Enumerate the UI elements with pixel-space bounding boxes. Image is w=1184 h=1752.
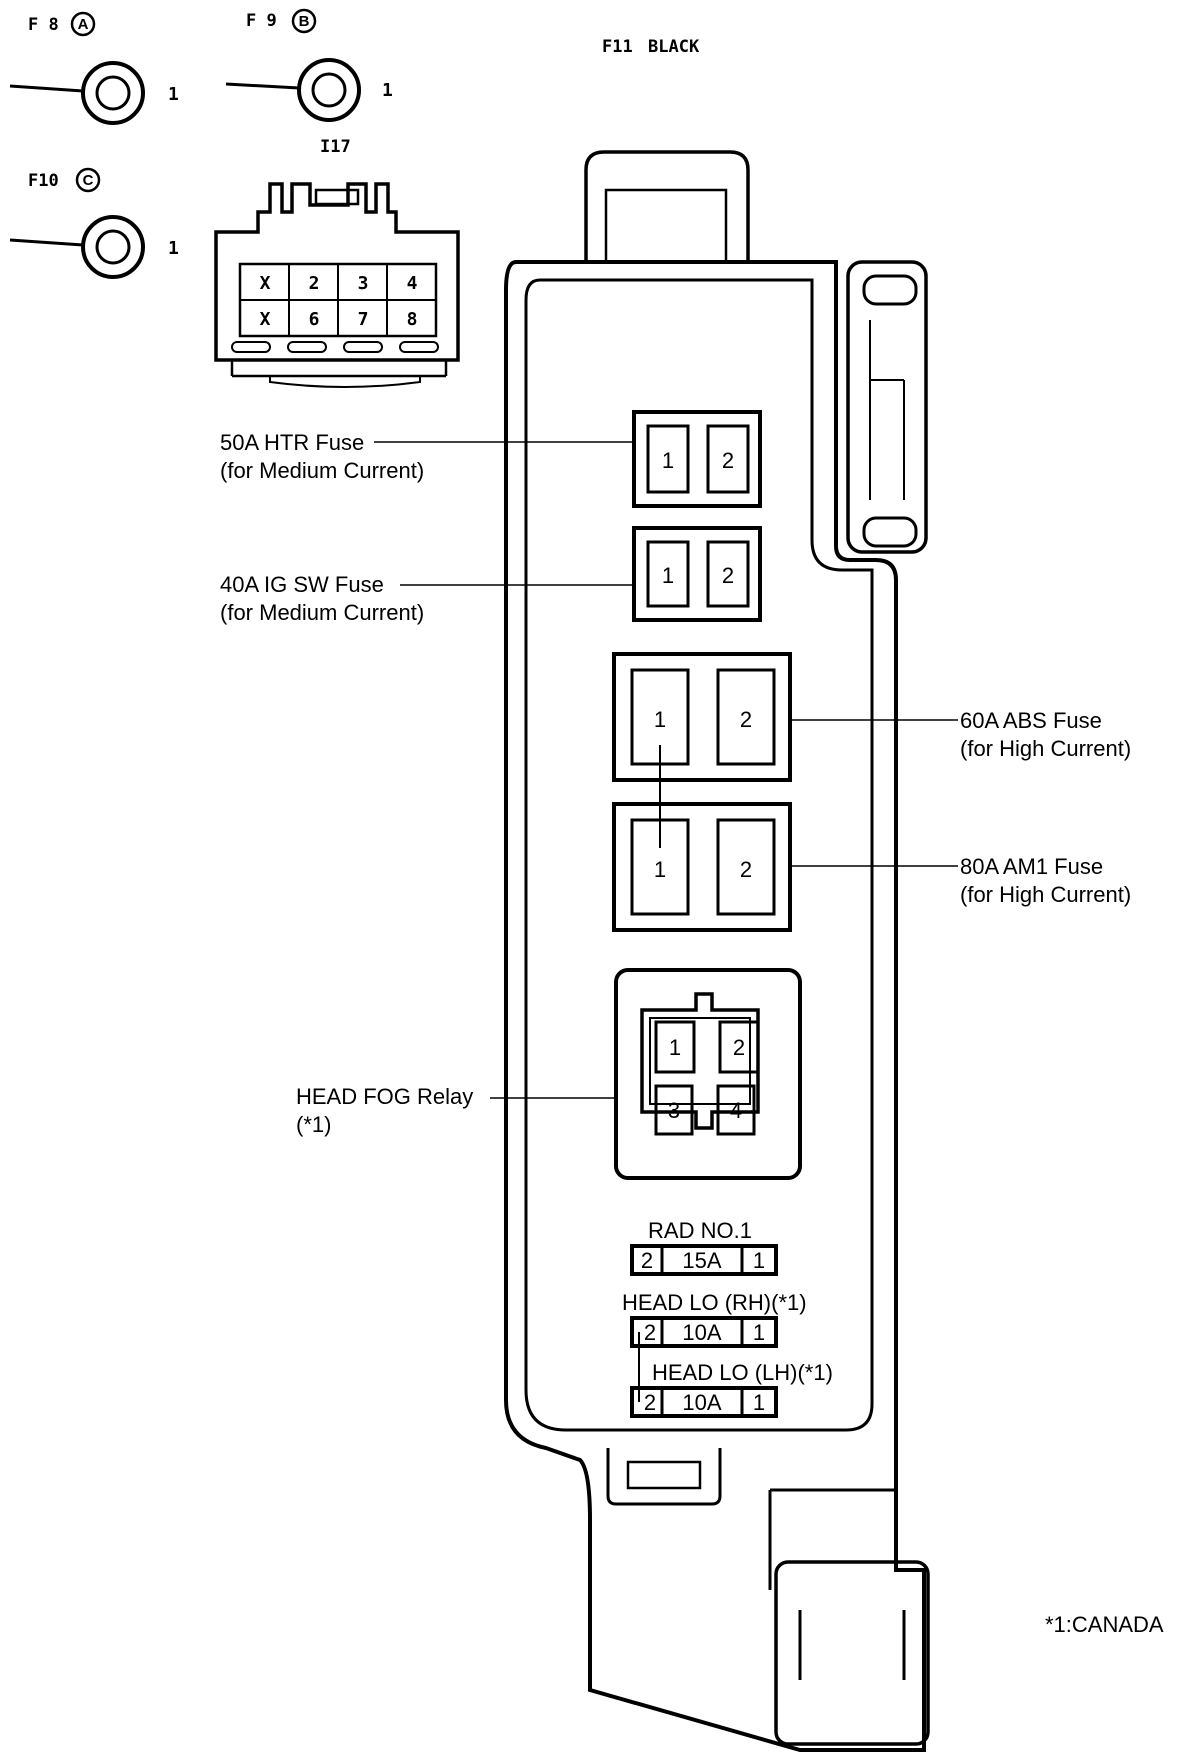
- fuse-label-sub: (for Medium Current): [220, 458, 424, 483]
- mini-fuse-pin: 2: [644, 1390, 656, 1415]
- connector-f9: F 9 B 1: [225, 8, 393, 122]
- i17-pin: X: [260, 309, 271, 330]
- fuse-box-housing: [504, 150, 930, 1752]
- i17-pin: 3: [358, 273, 369, 294]
- fuse-label: 80A AM1 Fuse: [960, 854, 1103, 879]
- connector-f10-pin: 1: [168, 238, 179, 259]
- mini-fuse-rating: 15A: [682, 1248, 721, 1273]
- i17-pin: 8: [407, 309, 418, 330]
- fuse-pin: 2: [740, 707, 752, 732]
- mini-fuse-head-lo-lh: HEAD LO (LH)(*1) 2 10A 1: [630, 1360, 833, 1418]
- i17-pin: 7: [358, 309, 369, 330]
- connector-f10-letter: C: [83, 172, 94, 189]
- i17-pin: X: [260, 273, 271, 294]
- fuse-80a-am1: 1 2 80A AM1 Fuse (for High Current): [612, 802, 1131, 932]
- relay-pin: 1: [669, 1035, 681, 1060]
- relay-label: HEAD FOG Relay: [296, 1084, 473, 1109]
- mini-fuse-label: HEAD LO (RH)(*1): [622, 1290, 807, 1315]
- fuse-pin: 2: [722, 563, 734, 588]
- mini-fuse-pin: 1: [753, 1248, 765, 1273]
- mini-fuse-rad-no1: RAD NO.1 2 15A 1: [630, 1218, 778, 1276]
- i17-pin: 4: [407, 273, 418, 294]
- connector-f8-pin: 1: [168, 84, 179, 105]
- connector-f9-id: F 9: [246, 11, 277, 31]
- relay-pin: 3: [668, 1098, 680, 1123]
- i17-pin: 6: [309, 309, 320, 330]
- mini-fuse-rating: 10A: [682, 1390, 721, 1415]
- connector-f9-pin: 1: [382, 80, 393, 101]
- fuse-pin: 2: [740, 857, 752, 882]
- mini-fuse-pin: 2: [641, 1248, 653, 1273]
- fuse-pin: 1: [662, 448, 674, 473]
- fuse-pin: 1: [654, 857, 666, 882]
- fuse-pin: 1: [654, 707, 666, 732]
- mini-fuse-head-lo-rh: HEAD LO (RH)(*1) 2 10A 1: [622, 1290, 807, 1348]
- mini-fuse-pin: 1: [753, 1320, 765, 1345]
- fuse-40a-ig-sw: 1 2 40A IG SW Fuse (for Medium Current): [220, 526, 762, 625]
- connector-f10-id: F10: [28, 171, 59, 191]
- mini-fuse-rating: 10A: [682, 1320, 721, 1345]
- connector-i17: I17 X 2 3 4 X 6 7 8: [214, 137, 460, 388]
- relay-pin: 4: [730, 1098, 742, 1123]
- connector-f8: F 8 A 1: [9, 11, 179, 125]
- mini-fuse-pin: 1: [753, 1390, 765, 1415]
- fuse-label-sub: (for Medium Current): [220, 600, 424, 625]
- relay-head-fog: 1 2 3 4 HEAD FOG Relay (*1): [296, 968, 802, 1180]
- mini-fuse-pin: 2: [644, 1320, 656, 1345]
- fuse-60a-abs: 1 2 60A ABS Fuse (for High Current): [612, 652, 1131, 782]
- mini-fuse-label: RAD NO.1: [648, 1218, 752, 1243]
- relay-pin: 2: [733, 1035, 745, 1060]
- connector-f8-letter: A: [78, 16, 89, 33]
- fuse-pin: 1: [662, 563, 674, 588]
- connector-f9-letter: B: [299, 13, 310, 30]
- connector-f8-id: F 8: [28, 15, 59, 35]
- footnote: *1:CANADA: [1045, 1612, 1164, 1637]
- connector-i17-id: I17: [320, 137, 351, 157]
- i17-pin: 2: [309, 273, 320, 294]
- fuse-label: 50A HTR Fuse: [220, 430, 364, 455]
- connector-f11-id: F11: [602, 37, 633, 57]
- fuse-label: 60A ABS Fuse: [960, 708, 1102, 733]
- relay-label-sub: (*1): [296, 1112, 331, 1137]
- fuse-label-sub: (for High Current): [960, 882, 1131, 907]
- fuse-label-sub: (for High Current): [960, 736, 1131, 761]
- connector-f11-color: BLACK: [648, 37, 700, 57]
- fuse-pin: 2: [722, 448, 734, 473]
- fuse-label: 40A IG SW Fuse: [220, 572, 384, 597]
- fuse-50a-htr: 1 2 50A HTR Fuse (for Medium Current): [220, 410, 762, 508]
- connector-f10: F10 C 1: [9, 167, 179, 279]
- connector-f11-label: F11 BLACK: [602, 37, 700, 57]
- mini-fuse-label: HEAD LO (LH)(*1): [652, 1360, 833, 1385]
